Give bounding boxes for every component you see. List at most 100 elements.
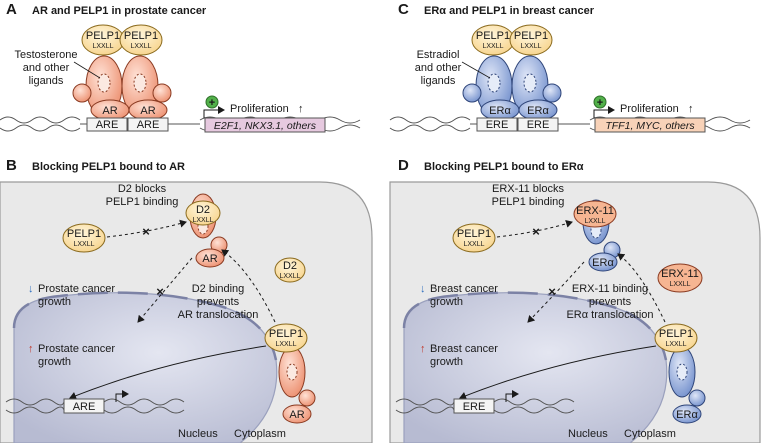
- block-x-icon: ×: [548, 284, 556, 299]
- er-dimer-c: [462, 55, 562, 121]
- pelp1-label: PELP1: [67, 228, 101, 240]
- panel-a-letter: A: [6, 1, 17, 18]
- blocker-line-1: ERX-11 blocks: [492, 183, 564, 195]
- motif-label: LXXLL: [92, 43, 113, 50]
- er-label-c2: ERα: [527, 105, 549, 117]
- target-genes: TFF1, MYC, others: [605, 120, 695, 132]
- ligand-line-1: Estradiol: [417, 49, 460, 61]
- dna-helix-b: [5, 398, 185, 414]
- block-x-icon: ×: [532, 224, 540, 239]
- target-genes: E2F1, NKX3.1, others: [214, 120, 317, 132]
- blocker-line-2: PELP1 binding: [492, 196, 565, 208]
- pelp1-label: PELP1: [124, 30, 158, 42]
- motif-label: LXXLL: [279, 273, 300, 280]
- response-element-box: [453, 398, 495, 414]
- motif-label: LXXLL: [665, 341, 686, 348]
- up-arrow-icon: ↑: [298, 103, 304, 115]
- up-growth-line-1: Breast cancer: [430, 343, 498, 355]
- er-label-d2: ERα: [676, 409, 698, 421]
- panel-d-letter: D: [398, 157, 409, 174]
- transcription-arrow-icon: [593, 106, 615, 118]
- pelp1-d2-complex-b: [185, 193, 228, 268]
- pelp1-label: PELP1: [457, 228, 491, 240]
- plus-icon: [205, 95, 219, 109]
- motif-label: LXXLL: [192, 217, 213, 224]
- d2-label: D2: [196, 204, 210, 216]
- cytoplasm-label: Cytoplasm: [624, 428, 676, 440]
- ere-label: ERE: [463, 401, 486, 413]
- pelp1-ar-complex-b: [264, 323, 316, 424]
- effect-line-3: ERα translocation: [566, 309, 653, 321]
- effect-line-1: ERX-11 binding: [572, 283, 648, 295]
- panel-c-title: ERα and PELP1 in breast cancer: [424, 5, 595, 17]
- pelp1-er-complex-d: [654, 323, 706, 424]
- up-arrow-icon: ↑: [28, 343, 34, 355]
- down-growth-line-2: growth: [430, 296, 463, 308]
- panel-d: D Blocking PELP1 bound to ERα ERX-11 LXX…: [389, 157, 761, 443]
- proliferation-label: Proliferation: [230, 103, 289, 115]
- block-x-icon: ×: [156, 284, 164, 299]
- down-growth-line-1: Prostate cancer: [38, 283, 115, 295]
- panel-b-letter: B: [6, 157, 17, 174]
- pelp1-label: PELP1: [514, 30, 548, 42]
- down-growth-line-1: Breast cancer: [430, 283, 498, 295]
- response-element-box: [476, 117, 518, 132]
- response-element-box: [517, 117, 559, 132]
- transcription-arrow-icon: [115, 390, 129, 402]
- ar-label-b2: AR: [289, 409, 304, 421]
- panel-a: A AR and PELP1 in prostate cancer AR AR: [0, 1, 361, 133]
- response-element-box: [127, 117, 169, 132]
- free-pelp1-d: [452, 223, 496, 253]
- er-label-d1: ERα: [592, 257, 614, 269]
- panel-a-title: AR and PELP1 in prostate cancer: [32, 5, 207, 17]
- blocker-line-2: PELP1 binding: [106, 196, 179, 208]
- motif-label: LXXLL: [520, 43, 541, 50]
- erx11-label: ERX-11: [661, 268, 699, 280]
- motif-label: LXXLL: [482, 43, 503, 50]
- target-genes-box: [594, 117, 706, 133]
- response-element-box: [63, 398, 105, 414]
- up-growth-line-2: growth: [38, 356, 71, 368]
- ligand-line-3: ligands: [421, 75, 456, 87]
- dna-helix-d: [395, 398, 575, 414]
- ar-dimer-a: [72, 55, 172, 121]
- cytoplasm-label: Cytoplasm: [234, 428, 286, 440]
- d2-label: D2: [283, 260, 297, 272]
- motif-label: LXXLL: [669, 281, 690, 288]
- ligand-line-1: Testosterone: [15, 49, 78, 61]
- pelp1-erx11-complex-d: [573, 199, 621, 272]
- ar-label-b1: AR: [202, 253, 217, 265]
- plus-symbol: +: [597, 97, 603, 109]
- transcription-arrow-icon: [203, 106, 225, 118]
- free-d2-b: [274, 257, 306, 283]
- nucleus-label: Nucleus: [178, 428, 218, 440]
- motif-label: LXXLL: [463, 241, 484, 248]
- ligand-line-2: and other: [23, 62, 70, 74]
- pelp1-label: PELP1: [659, 328, 693, 340]
- panel-b-title: Blocking PELP1 bound to AR: [32, 161, 185, 173]
- ligand-line-2: and other: [415, 62, 462, 74]
- motif-label: LXXLL: [73, 241, 94, 248]
- panel-b: B Blocking PELP1 bound to AR D2 LXXLL AR…: [0, 157, 373, 443]
- effect-line-2: prevents: [197, 296, 240, 308]
- up-arrow-icon: ↑: [688, 103, 694, 115]
- er-label-c1: ERα: [489, 105, 511, 117]
- erx11-label: ERX-11: [576, 205, 614, 217]
- are-label: ARE: [96, 119, 119, 131]
- nucleus-label: Nucleus: [568, 428, 608, 440]
- effect-line-1: D2 binding: [192, 283, 245, 295]
- pelp1-label: PELP1: [269, 328, 303, 340]
- up-arrow-icon: ↑: [420, 343, 426, 355]
- up-growth-line-1: Prostate cancer: [38, 343, 115, 355]
- down-arrow-icon: ↓: [28, 283, 34, 295]
- proliferation-label: Proliferation: [620, 103, 679, 115]
- motif-label: LXXLL: [584, 218, 605, 225]
- pelp1-label: PELP1: [86, 30, 120, 42]
- pelp1-label: PELP1: [476, 30, 510, 42]
- plus-icon: [593, 95, 607, 109]
- ere-label: ERE: [486, 119, 509, 131]
- target-genes-box: [204, 117, 326, 133]
- pelp1-pair-c: [471, 24, 553, 56]
- up-growth-line-2: growth: [430, 356, 463, 368]
